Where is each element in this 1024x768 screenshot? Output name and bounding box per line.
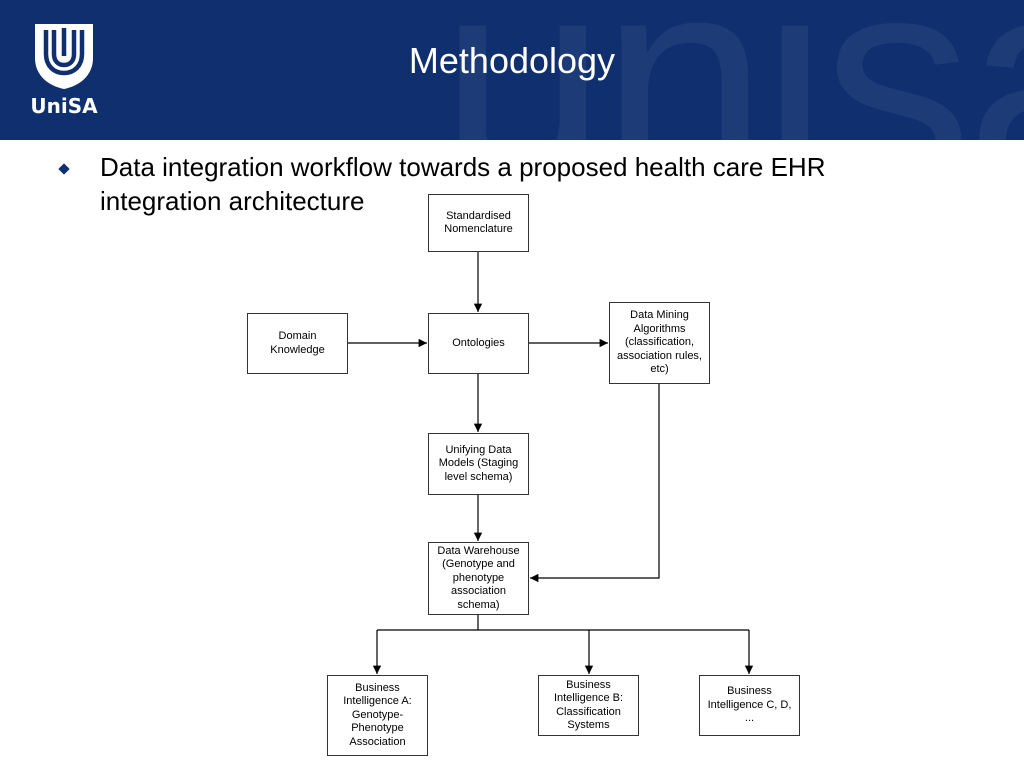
node-data-warehouse: Data Warehouse (Genotype and phenotype a… [428,542,529,615]
watermark: unisa [440,0,1024,140]
bullet-text: Data integration workflow towards a prop… [100,152,826,216]
node-business-intelligence-c: Business Intelligence C, D, ... [699,675,800,736]
slide-header: unisa UniSA Methodology [0,0,1024,140]
logo-text: UniSA [30,94,98,118]
node-business-intelligence-b: Business Intelligence B: Classification … [538,675,639,736]
node-unifying-data-models: Unifying Data Models (Staging level sche… [428,433,529,495]
node-standardised-nomenclature: Standardised Nomenclature [428,194,529,252]
node-data-mining-algorithms: Data Mining Algorithms (classification, … [609,302,710,384]
node-domain-knowledge: Domain Knowledge [247,313,348,374]
edge-mining-warehouse [530,383,660,583]
page-title: Methodology [408,40,616,81]
unisa-logo: UniSA [28,22,100,122]
shield-icon [35,24,93,89]
node-ontologies: Ontologies [428,313,529,374]
node-business-intelligence-a: Business Intelligence A: Genotype- Pheno… [327,675,428,756]
